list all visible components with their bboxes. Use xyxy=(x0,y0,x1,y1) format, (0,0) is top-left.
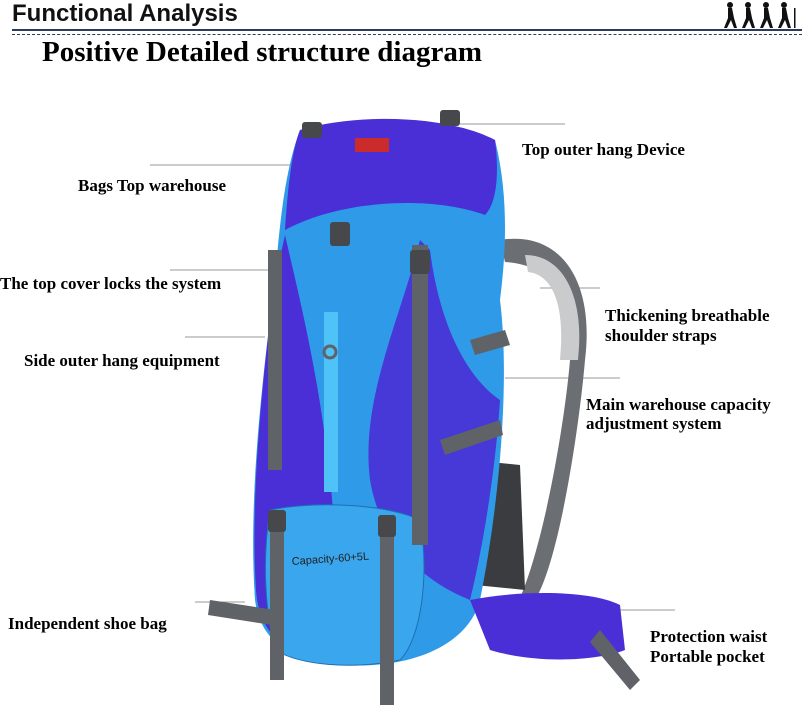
buckles xyxy=(268,110,460,537)
compression-straps xyxy=(208,245,640,705)
zipper-pull xyxy=(322,344,338,360)
top-lid xyxy=(285,118,497,230)
label-waist-line2: Portable pocket xyxy=(650,647,765,666)
label-bags-top-warehouse: Bags Top warehouse xyxy=(78,176,227,195)
label-top-cover-locks: The top cover locks the system xyxy=(0,274,222,293)
purple-center-panel xyxy=(368,240,500,600)
brand-logo xyxy=(355,138,389,152)
shoe-bag-pocket xyxy=(264,504,425,666)
capacity-print: Capacity-60+5L xyxy=(291,551,369,568)
header-divider xyxy=(12,29,802,35)
label-main-warehouse-line1: Main warehouse capacity xyxy=(586,395,771,414)
label-shoe-bag: Independent shoe bag xyxy=(8,614,167,633)
label-main-warehouse-line2: adjustment system xyxy=(586,414,722,433)
shoulder-strap xyxy=(500,238,587,601)
header-title: Functional Analysis xyxy=(12,0,238,27)
front-zipper xyxy=(324,312,338,492)
label-shoulder-straps-line1: Thickening breathable xyxy=(605,306,770,325)
label-waist-line1: Protection waist xyxy=(650,627,768,646)
label-shoulder-straps-line2: shoulder straps xyxy=(605,326,717,345)
hip-belt xyxy=(470,593,625,660)
hikers-icon xyxy=(724,2,796,28)
diagram-title: Positive Detailed structure diagram xyxy=(42,36,483,68)
label-top-outer-hang-device: Top outer hang Device xyxy=(522,140,685,159)
label-side-outer-hang: Side outer hang equipment xyxy=(24,351,220,370)
shoulder-strap-padding xyxy=(525,255,580,360)
